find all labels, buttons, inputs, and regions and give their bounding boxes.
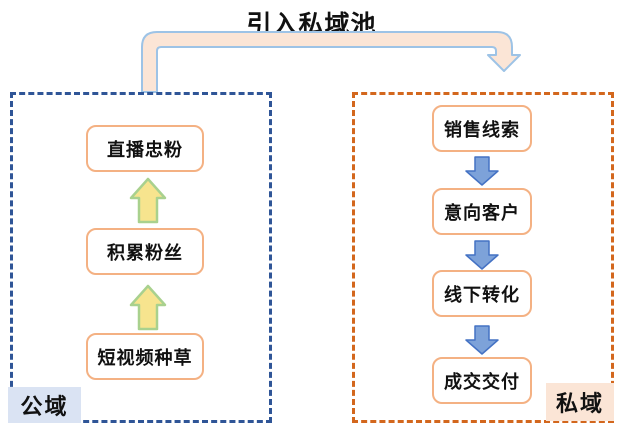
node-deal-delivery: 成交交付 [432,357,532,404]
node-accumulate-fans: 积累粉丝 [86,228,204,275]
private-domain-panel [352,92,614,423]
node-short-video-seeding: 短视频种草 [86,333,204,380]
down-arrow-icon [465,325,499,355]
private-domain-label: 私域 [546,383,614,421]
node-sales-leads: 销售线索 [432,105,532,152]
up-arrow-icon [129,177,167,224]
public-domain-panel [10,92,272,423]
node-live-loyal-fans: 直播忠粉 [86,125,204,172]
bridge-bent-arrow-icon [141,31,521,93]
down-arrow-icon [465,156,499,186]
public-domain-label: 公域 [8,387,81,423]
node-intent-customers: 意向客户 [432,188,532,235]
up-arrow-icon [129,284,167,331]
node-offline-conversion: 线下转化 [432,270,532,317]
down-arrow-icon [465,240,499,270]
